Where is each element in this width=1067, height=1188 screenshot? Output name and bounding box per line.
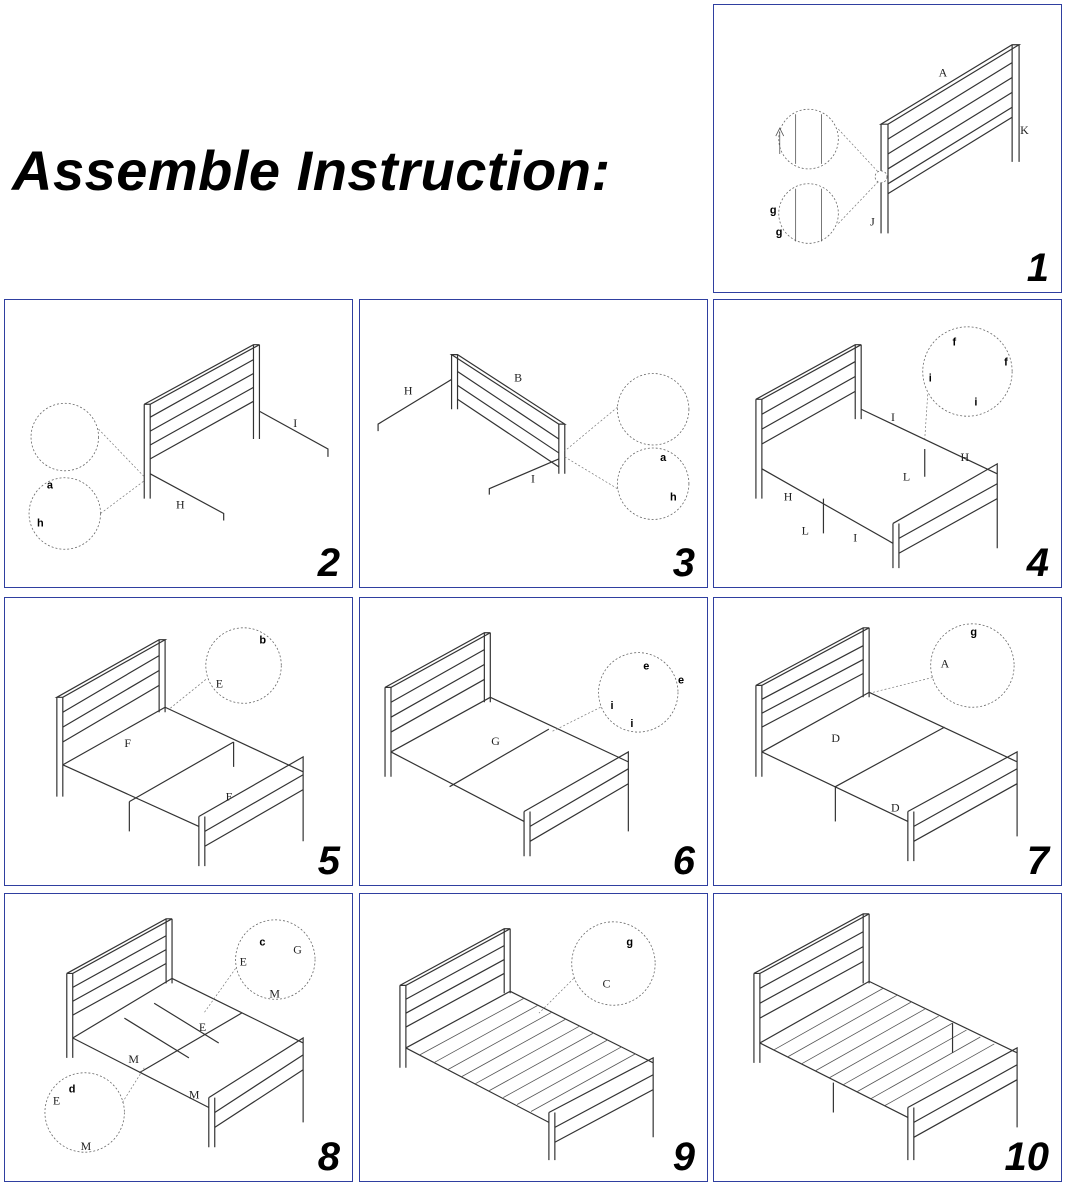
part-label: I: [853, 530, 857, 544]
step-3-panel: H B I a h 3: [359, 299, 708, 588]
part-label: h: [37, 517, 44, 529]
detail-circle-bottom: [44, 1072, 125, 1153]
step-number: 6: [672, 839, 695, 883]
step-7-panel: D D g A 7: [713, 597, 1062, 886]
part-label: L: [903, 470, 910, 484]
detail-circle-top: [778, 108, 839, 170]
part-label: M: [189, 1088, 200, 1102]
step-10-panel: 10: [713, 893, 1062, 1182]
part-label: g: [626, 937, 633, 949]
part-label: B: [514, 370, 522, 384]
part-label: e: [643, 661, 649, 673]
part-label: a: [660, 452, 667, 464]
step-6-panel: G e e i i 6: [359, 597, 708, 886]
part-label: g: [776, 226, 783, 238]
headboard-drawing: [878, 44, 1022, 234]
part-label: M: [81, 1139, 92, 1153]
part-label: A: [939, 66, 948, 80]
part-label: G: [491, 734, 500, 748]
step-4-panel: I H H L L I f f i i 4: [713, 299, 1062, 588]
part-label: F: [124, 736, 131, 750]
step-number: 1: [1026, 246, 1049, 290]
part-label: e: [678, 674, 684, 686]
step-5-diagram: F F b E: [54, 627, 304, 867]
part-label: I: [891, 410, 895, 424]
part-label: i: [974, 396, 977, 408]
part-label: i: [929, 372, 932, 384]
detail-circle-top: [617, 373, 690, 446]
part-label: G: [293, 943, 302, 957]
part-label: E: [199, 1020, 206, 1034]
step-9-panel: g C 9: [359, 893, 708, 1182]
part-label: g: [770, 205, 777, 217]
part-label: A: [941, 657, 950, 671]
step-number: 4: [1026, 541, 1049, 585]
step-1-diagram: A K J g g: [770, 44, 1029, 244]
part-label: D: [831, 731, 840, 745]
step-number: 3: [672, 541, 695, 585]
detail-circle: [205, 627, 282, 704]
part-label: I: [293, 416, 297, 430]
part-label: L: [802, 523, 809, 537]
step-7-diagram: D D g A: [755, 623, 1018, 862]
step-1-panel: A K J g g 1: [713, 4, 1062, 293]
part-label: J: [870, 214, 875, 228]
part-label: I: [531, 472, 535, 486]
part-label: D: [891, 801, 900, 815]
part-label: b: [259, 635, 266, 647]
detail-circle-bottom: [778, 183, 839, 244]
part-label: g: [970, 627, 977, 639]
detail-circle-bottom: [617, 447, 690, 520]
step-number: 7: [1026, 839, 1049, 883]
step-8-diagram: E M M c G E M d E M: [44, 918, 316, 1153]
part-label: E: [240, 955, 247, 969]
part-label: h: [670, 492, 677, 504]
part-label: C: [603, 976, 611, 990]
step-number: 5: [317, 839, 340, 883]
part-label: E: [53, 1094, 60, 1108]
detail-circle-bottom: [28, 477, 101, 550]
detail-circle: [598, 652, 679, 733]
page-title: Assemble Instruction:: [12, 139, 611, 202]
detail-circle: [922, 326, 1013, 417]
part-label: f: [1004, 357, 1008, 369]
step-8-panel: E M M c G E M d E M 8: [4, 893, 353, 1182]
part-label: i: [630, 718, 633, 730]
part-label: E: [216, 676, 223, 690]
part-label: H: [960, 450, 969, 464]
step-2-diagram: I H a h: [28, 344, 329, 550]
part-label: F: [226, 790, 233, 804]
part-label: c: [259, 937, 265, 949]
step-number: 9: [672, 1135, 695, 1179]
step-3-diagram: H B I a h: [377, 354, 690, 520]
step-10-diagram: [753, 913, 1018, 1161]
step-5-panel: F F b E 5: [4, 597, 353, 886]
step-number: 8: [317, 1135, 340, 1179]
step-2-panel: I H a h 2: [4, 299, 353, 588]
part-label: M: [128, 1052, 139, 1066]
detail-circle-top: [235, 919, 316, 1000]
detail-circle-top: [30, 402, 99, 472]
detail-circle: [930, 623, 1015, 708]
part-label: d: [69, 1084, 76, 1096]
part-label: H: [404, 383, 413, 397]
part-label: K: [1020, 123, 1029, 137]
step-9-diagram: g C: [399, 921, 656, 1161]
part-label: M: [269, 986, 280, 1000]
step-6-diagram: G e e i i: [384, 632, 684, 857]
step-4-diagram: I H H L L I f f i i: [755, 326, 1013, 569]
part-label: i: [610, 700, 613, 712]
step-number: 10: [1004, 1135, 1050, 1179]
detail-circle: [571, 921, 656, 1006]
part-label: H: [176, 498, 185, 512]
part-label: a: [47, 480, 54, 492]
step-number: 2: [317, 541, 340, 585]
part-label: H: [784, 490, 793, 504]
part-label: f: [953, 337, 957, 349]
